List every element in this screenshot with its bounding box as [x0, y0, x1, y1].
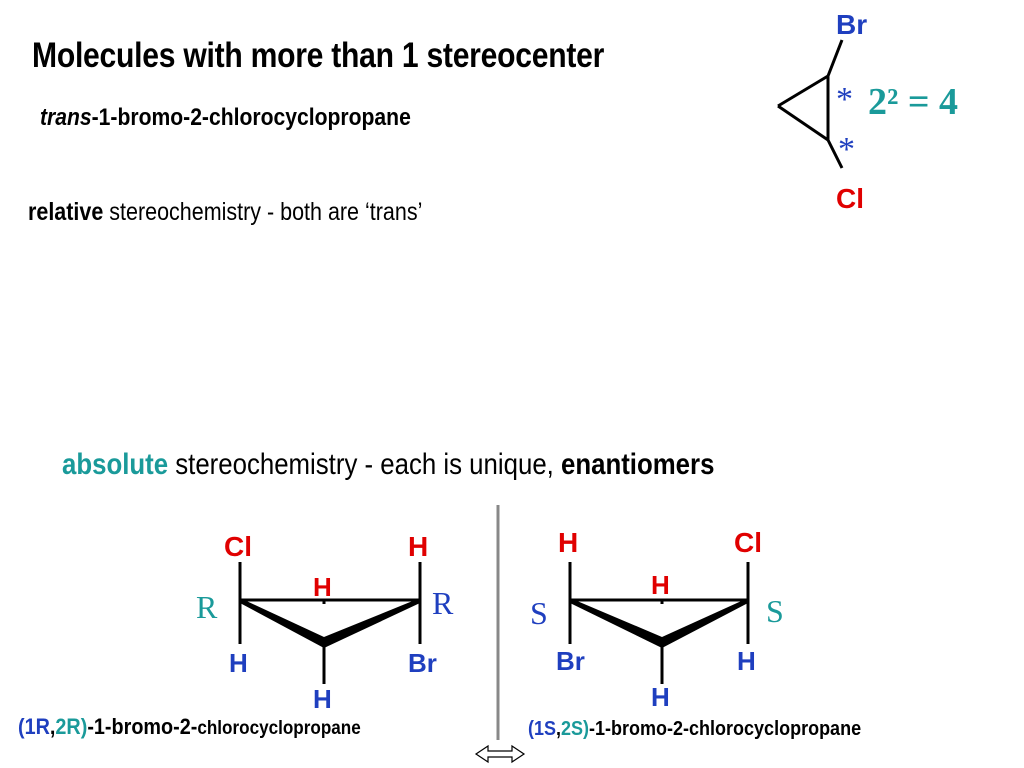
right-name-comma: , [556, 718, 562, 740]
right-cl-label: Cl [734, 527, 762, 558]
left-compound-name: (1R,2R)-1-bromo-2-chlorocyclopropane [18, 714, 361, 740]
subtitle: trans-1-bromo-2-chlorocyclopropane [40, 104, 411, 132]
right-name-s1: S [544, 718, 557, 740]
left-h-top-right: H [408, 531, 428, 562]
top-br-label: Br [836, 9, 867, 40]
right-r-descriptor: R [432, 585, 454, 621]
left-name-r2: 2R) [55, 714, 88, 739]
left-r-descriptor: R [196, 589, 218, 625]
enantiomers-bold: enantiomers [561, 448, 715, 481]
left-s-descriptor: S [530, 595, 548, 631]
right-name-open: (1 [528, 718, 545, 740]
left-cyclopropane [238, 562, 422, 684]
top-cyclopropane [777, 39, 844, 169]
subtitle-rest: -1-bromo-2-chlorocyclopropane [91, 104, 411, 131]
right-h-top-left: H [558, 527, 578, 558]
left-h-back: H [313, 572, 332, 602]
top-cl-label: Cl [836, 183, 864, 214]
left-cl-label: Cl [224, 531, 252, 562]
right-h-bottom: H [651, 682, 670, 712]
absolute-stereochemistry-line: absolute stereochemistry - each is uniqu… [62, 448, 714, 482]
formula-text: 2² = 4 [868, 81, 958, 123]
right-name-s2: 2S) [561, 718, 590, 740]
absolute-bold: absolute [62, 448, 169, 481]
stereocenter-star-1: * [836, 81, 853, 118]
left-h-bottom-left: H [229, 648, 248, 678]
relative-bold: relative [28, 198, 104, 226]
left-name-rest-a: -1-bromo-2- [87, 714, 198, 739]
right-br-label: Br [556, 646, 585, 676]
absolute-mid: stereochemistry - each is unique, [168, 448, 562, 481]
right-h-bottom-right: H [737, 646, 756, 676]
right-compound-name: (1S,2S)-1-bromo-2-chlorocyclopropane [528, 718, 861, 741]
right-cyclopropane [568, 562, 750, 684]
left-name-r1: R [35, 714, 50, 739]
relative-stereochemistry-line: relative stereochemistry - both are ‘tra… [28, 198, 422, 227]
left-name-comma: , [49, 714, 56, 739]
left-h-bottom: H [313, 684, 332, 714]
relative-rest: stereochemistry - both are ‘trans’ [103, 198, 423, 226]
right-h-back: H [651, 570, 670, 600]
subtitle-italic: trans [40, 104, 92, 131]
right-s-descriptor: S [766, 593, 784, 629]
double-arrow-icon [474, 744, 526, 764]
left-name-open: (1 [18, 714, 36, 739]
left-name-rest-b: chlorocyclopropane [197, 718, 361, 739]
right-name-rest: -1-bromo-2-chlorocyclopropane [589, 718, 862, 740]
slide-title: Molecules with more than 1 stereocenter [32, 36, 605, 75]
left-br-label: Br [408, 648, 437, 678]
stereocenter-star-2: * [838, 131, 855, 168]
